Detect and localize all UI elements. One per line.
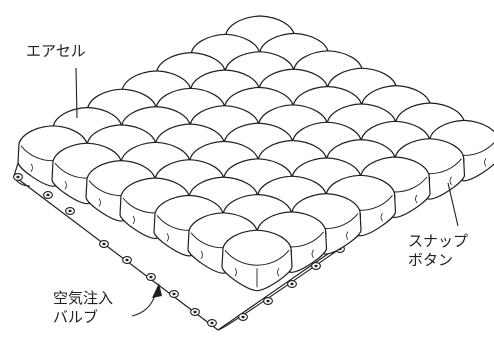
snap-button-center (16, 175, 20, 179)
leader-lines (75, 67, 459, 317)
air-valve-leader-line (131, 292, 157, 317)
snap-button-center (290, 282, 294, 286)
air-cell-label: エアセル (26, 42, 86, 61)
air-valve-label-line2: バルブ (53, 308, 99, 326)
air-cell-label-text: エアセル (26, 42, 86, 60)
snap-button-label: スナップ ボタン (408, 232, 468, 270)
snap-button-center (210, 321, 214, 325)
snap-button-center (172, 292, 176, 296)
snap-button-center (266, 299, 270, 303)
air-cell-crease (234, 267, 280, 277)
air-valve-label: 空気注入 バルブ (53, 289, 113, 327)
air-cell-leader-line (75, 67, 78, 119)
snap-button-center (125, 258, 129, 262)
snap-button-label-line2: ボタン (408, 251, 454, 269)
snap-button-center (68, 209, 72, 213)
air-valve-arrowhead (152, 283, 162, 298)
air-valve-label-line1: 空気注入 (53, 289, 114, 307)
air-cell (221, 229, 293, 292)
air-cell-body (221, 229, 293, 292)
snap-button-label-line1: スナップ (408, 232, 469, 250)
snap-button-center (102, 242, 106, 246)
snap-button-center (241, 315, 245, 319)
snap-button-center (149, 275, 153, 279)
snap-button-center (314, 264, 318, 268)
snap-button-center (46, 193, 50, 197)
snap-button-leader-line (447, 182, 459, 227)
air-cell-top-edge (224, 249, 290, 266)
snap-button-center (193, 310, 197, 314)
air-cells (17, 15, 494, 292)
